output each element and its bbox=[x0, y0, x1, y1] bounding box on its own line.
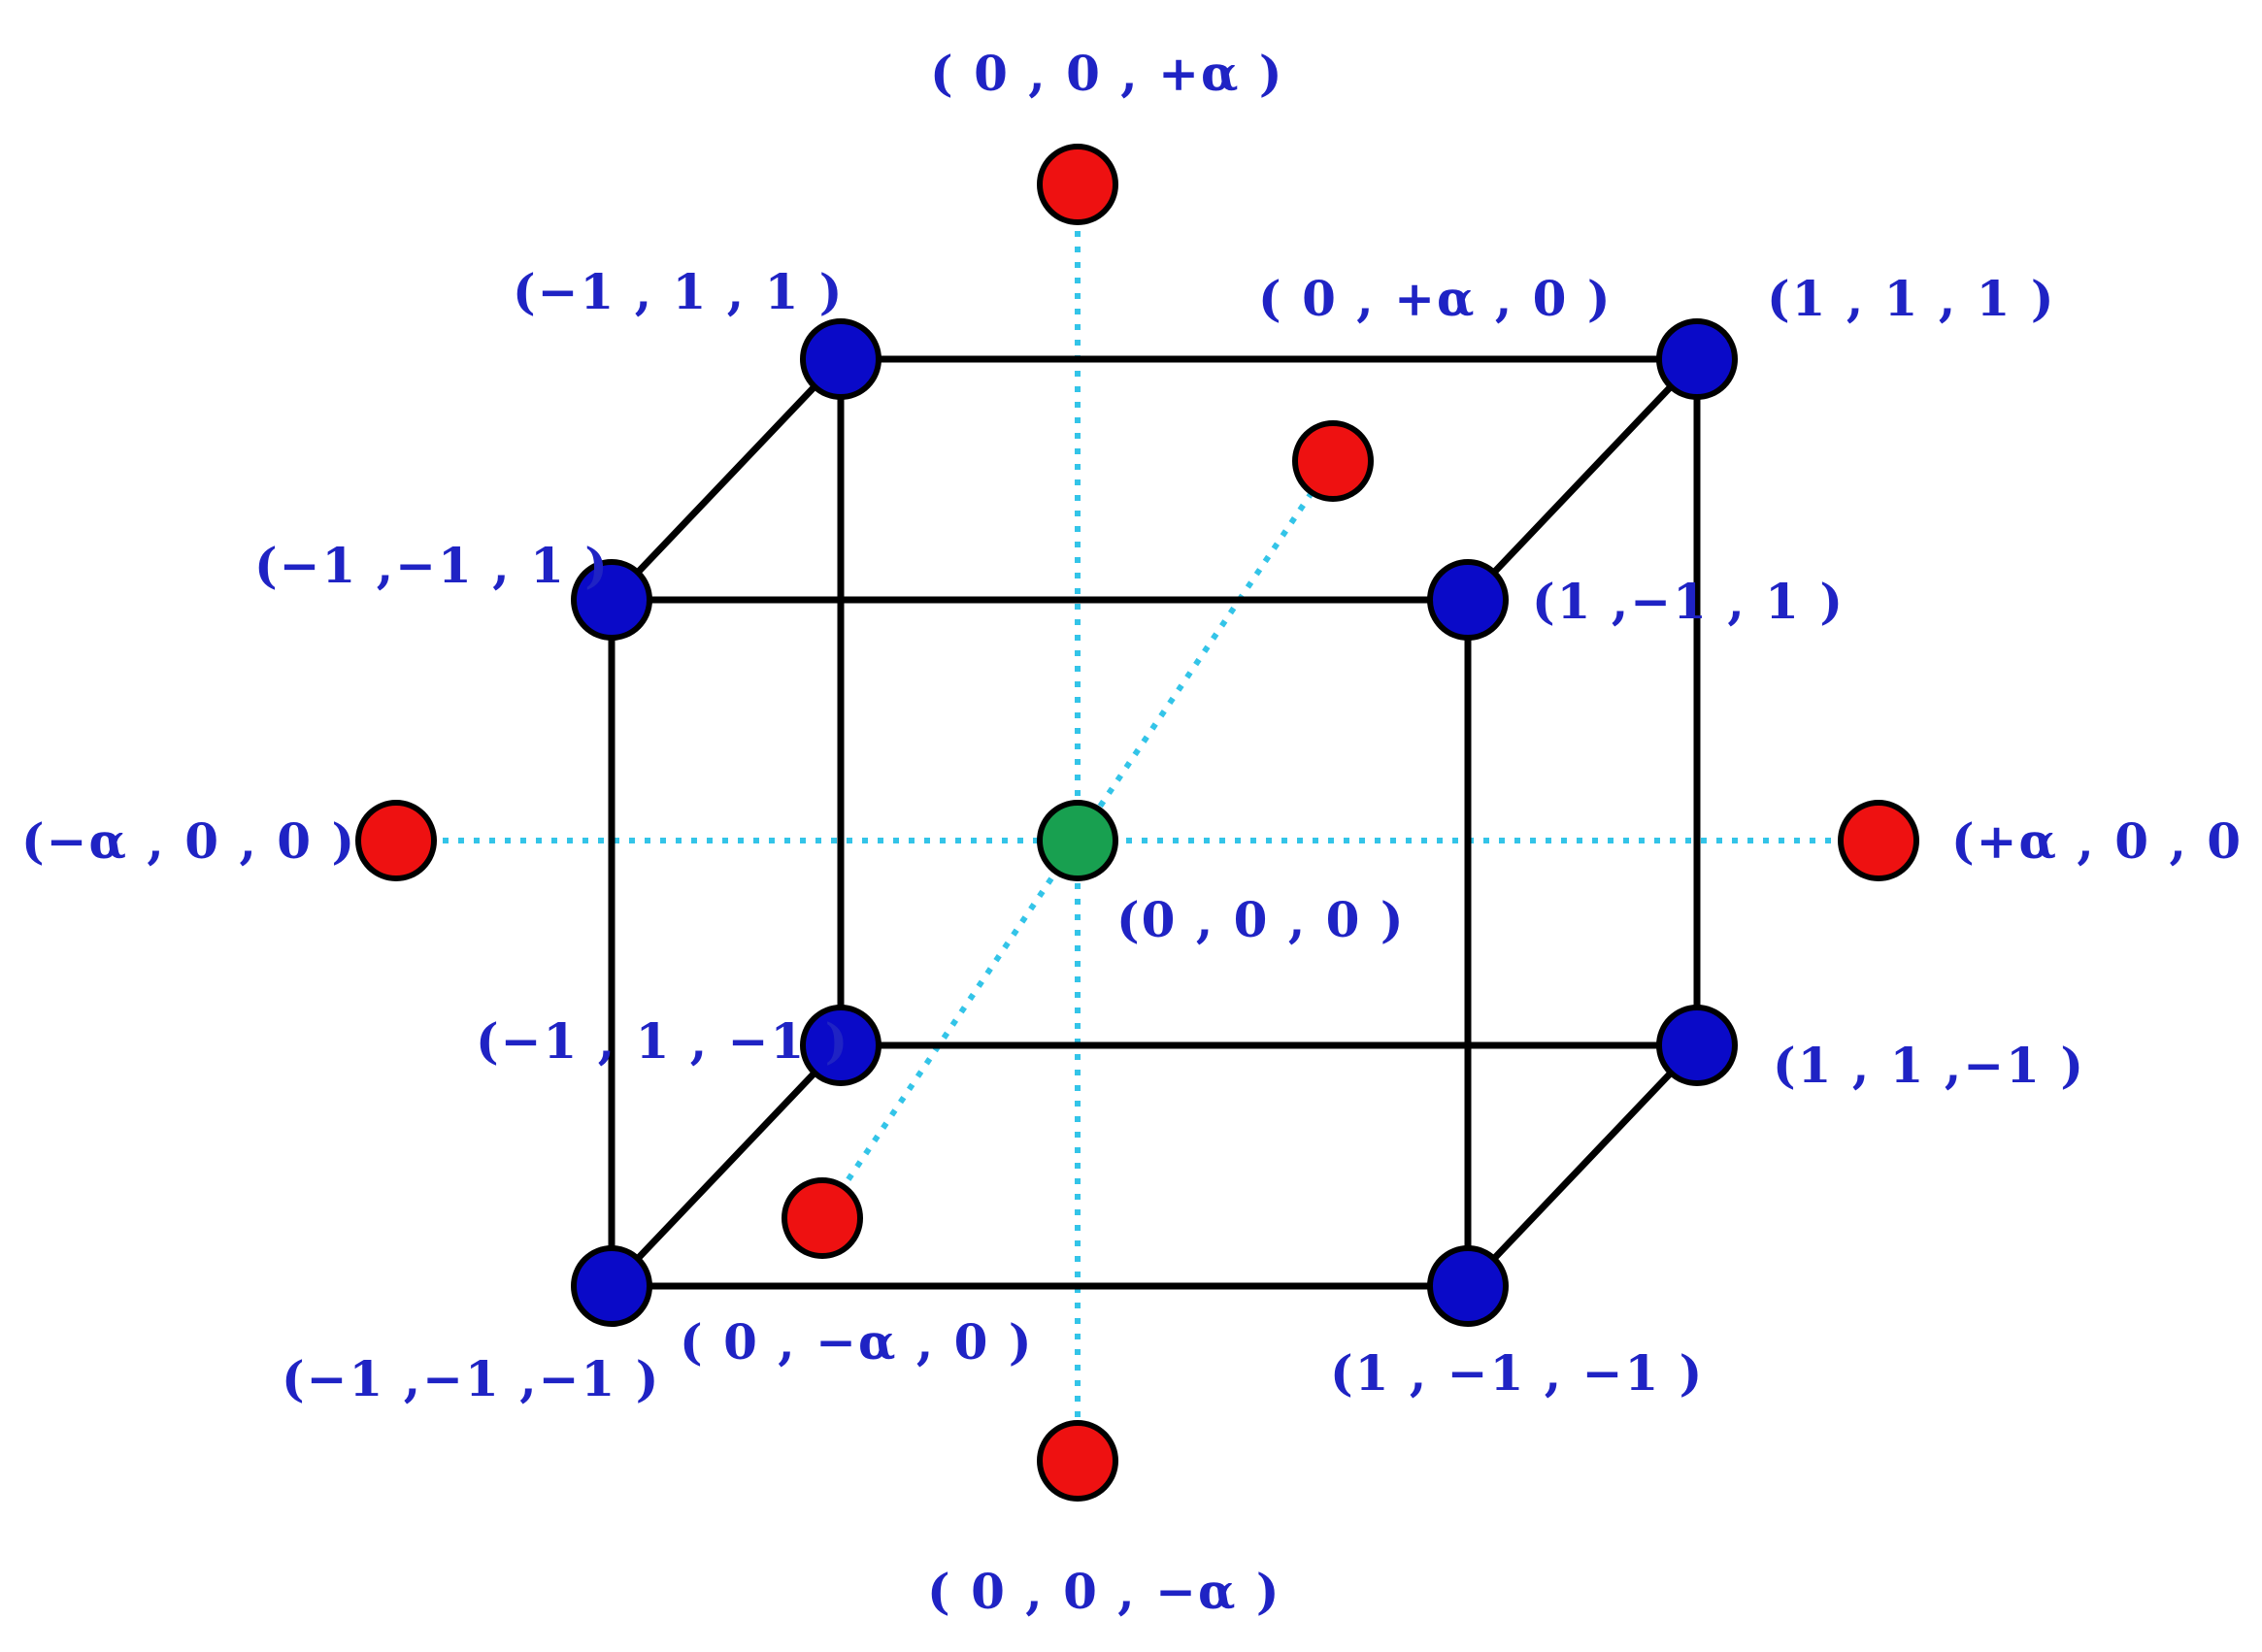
axial-point-y-minus bbox=[782, 1177, 863, 1259]
cube-point-m1-1-1 bbox=[800, 318, 882, 400]
cube-point-1-m1-1 bbox=[1427, 559, 1509, 641]
label-x-minus: (−α , 0 , 0 ) bbox=[21, 812, 356, 870]
edge-depth-bottom-left bbox=[609, 1042, 844, 1289]
label-z-plus: ( 0 , 0 , +α ) bbox=[930, 45, 1284, 102]
label-m1-1-1: (−1 , 1 , 1 ) bbox=[513, 263, 844, 320]
axial-point-z-minus bbox=[1037, 1420, 1118, 1502]
label-1-1-m1: (1 , 1 ,−1 ) bbox=[1773, 1037, 2085, 1094]
point-labels: ( 0 , 0 , +α ) (−1 , 1 , 1 ) ( 0 , +α , … bbox=[21, 45, 2262, 1620]
cube-point-m1-m1-1 bbox=[571, 559, 652, 641]
label-m1-m1-1: (−1 ,−1 , 1 ) bbox=[254, 537, 610, 594]
label-1-m1-m1: (1 , −1 , −1 ) bbox=[1330, 1344, 1704, 1402]
label-y-plus: ( 0 , +α , 0 ) bbox=[1258, 270, 1613, 327]
label-1-m1-1: (1 ,−1 , 1 ) bbox=[1532, 573, 1845, 630]
edge-depth-top-left bbox=[609, 356, 844, 603]
center-point bbox=[1037, 800, 1118, 881]
label-1-1-1: (1 , 1 , 1 ) bbox=[1767, 270, 2056, 327]
cube-point-1-m1-m1 bbox=[1427, 1245, 1509, 1327]
label-m1-1-m1: (−1 , 1 , −1 ) bbox=[476, 1012, 849, 1070]
axial-point-z-plus bbox=[1037, 144, 1118, 225]
cube-point-1-1-m1 bbox=[1656, 1005, 1738, 1086]
axial-point-y-plus bbox=[1292, 420, 1374, 502]
edge-depth-top-right bbox=[1465, 356, 1700, 603]
label-center: (0 , 0 , 0 ) bbox=[1116, 891, 1406, 948]
label-x-plus: (+α , 0 , 0 ) bbox=[1951, 812, 2262, 870]
label-m1-m1-m1: (−1 ,−1 ,−1 ) bbox=[282, 1350, 660, 1407]
design-points bbox=[355, 144, 1919, 1502]
cube-point-m1-1-m1 bbox=[800, 1005, 882, 1086]
axial-point-x-minus bbox=[355, 800, 437, 881]
cube-point-1-1-1 bbox=[1656, 318, 1738, 400]
cube-point-m1-m1-m1 bbox=[571, 1245, 652, 1327]
label-y-minus: ( 0 , −α , 0 ) bbox=[680, 1313, 1034, 1371]
edge-depth-bottom-right bbox=[1465, 1042, 1700, 1289]
axial-point-x-plus bbox=[1838, 800, 1919, 881]
cube-edges bbox=[608, 355, 1701, 1290]
label-z-minus: ( 0 , 0 , −α ) bbox=[927, 1563, 1281, 1620]
